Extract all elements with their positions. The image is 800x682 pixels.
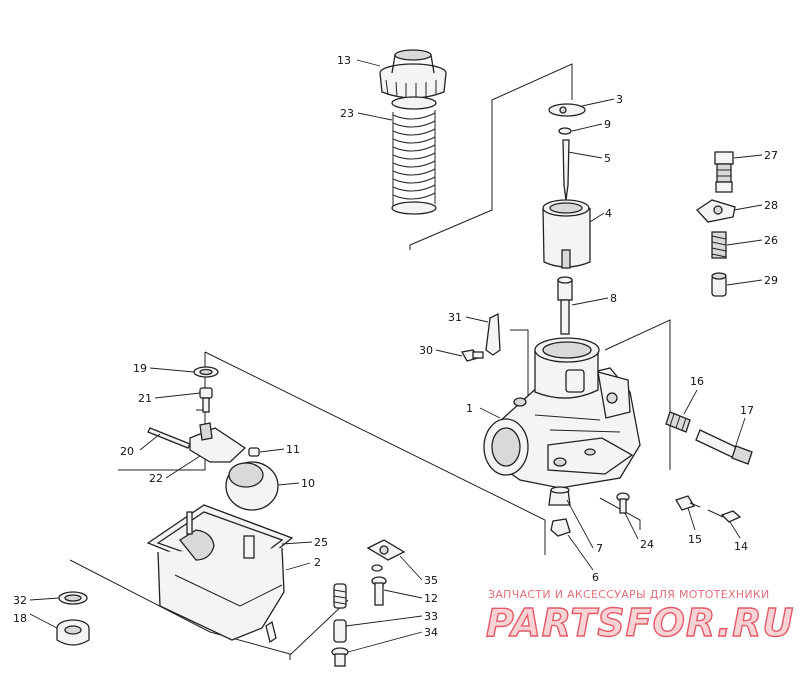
watermark: ЗАПЧАСТИ И АКСЕССУАРЫ ДЛЯ МОТОТЕХНИКИ PA… (485, 588, 794, 646)
pilot-jet-holder (333, 619, 347, 643)
callout-22: 22 (149, 472, 163, 485)
callout-2: 2 (314, 556, 321, 569)
carb-top-cap (379, 49, 447, 99)
callout-15: 15 (688, 533, 702, 546)
lock-plate (696, 199, 736, 223)
throttle-stop-spring (665, 411, 691, 433)
float-arm (189, 422, 247, 463)
needle-clip-plate (548, 103, 586, 117)
drain-screw (616, 492, 630, 514)
callout-27: 27 (764, 149, 778, 162)
callout-26: 26 (764, 234, 778, 247)
float-needle (199, 387, 213, 413)
starter-plunger (711, 272, 727, 297)
leader-lines (29, 59, 763, 653)
callout-33: 33 (424, 610, 438, 623)
idle-screw (707, 509, 742, 523)
cable-bracket (485, 312, 501, 356)
callout-32: 32 (13, 594, 27, 607)
callout-7: 7 (596, 542, 603, 555)
starter-spring (711, 231, 727, 259)
callout-19: 19 (133, 362, 147, 375)
watermark-brand: PARTSFOR.RU (486, 601, 794, 645)
callout-14: 14 (734, 540, 748, 553)
main-jet (550, 518, 571, 537)
callout-28: 28 (764, 199, 778, 212)
callout-20: 20 (120, 445, 134, 458)
callout-6: 6 (592, 571, 599, 584)
callout-5: 5 (604, 152, 611, 165)
throttle-spring (391, 96, 437, 215)
watermark-subtitle: ЗАПЧАСТИ И АКСЕССУАРЫ ДЛЯ МОТОТЕХНИКИ (488, 588, 770, 601)
throttle-slide (542, 199, 591, 269)
needle-jet-tube (557, 276, 573, 335)
callout-17: 17 (740, 404, 754, 417)
drain-plug (56, 619, 90, 646)
callout-16: 16 (690, 375, 704, 388)
callout-24: 24 (640, 538, 654, 551)
float-pin (248, 447, 260, 457)
e-clip (558, 127, 572, 135)
bracket-screw (460, 349, 484, 362)
callout-3: 3 (616, 93, 623, 106)
callout-34: 34 (424, 626, 438, 639)
callout-labels: 1 2 3 4 5 6 7 8 9 10 11 12 13 14 15 16 1… (13, 54, 778, 639)
pilot-screw (331, 647, 349, 667)
callout-21: 21 (138, 392, 152, 405)
air-screw (675, 495, 701, 511)
callout-18: 18 (13, 612, 27, 625)
drain-plug-gasket (58, 591, 88, 605)
callout-8: 8 (610, 292, 617, 305)
carburetor-body (483, 337, 641, 489)
float-arm-pin (147, 427, 191, 449)
float-valve-seat (193, 366, 219, 378)
cable-adjuster (714, 151, 734, 193)
float-bowl (146, 504, 294, 644)
callout-11: 11 (286, 443, 300, 456)
throttle-stop-screw (695, 429, 753, 465)
needle-jet-holder (548, 486, 571, 506)
bowl-screw (371, 564, 387, 606)
callout-13: 13 (337, 54, 351, 67)
jet-needle (562, 139, 570, 201)
pilot-jet (333, 583, 347, 609)
callout-30: 30 (419, 344, 433, 357)
callout-35: 35 (424, 574, 438, 587)
callout-23: 23 (340, 107, 354, 120)
callout-1: 1 (466, 402, 473, 415)
callout-25: 25 (314, 536, 328, 549)
bowl-bracket (366, 539, 406, 561)
callout-29: 29 (764, 274, 778, 287)
callout-31: 31 (448, 311, 462, 324)
callout-10: 10 (301, 477, 315, 490)
callout-9: 9 (604, 118, 611, 131)
callout-12: 12 (424, 592, 438, 605)
callout-4: 4 (605, 207, 612, 220)
float (225, 461, 279, 511)
